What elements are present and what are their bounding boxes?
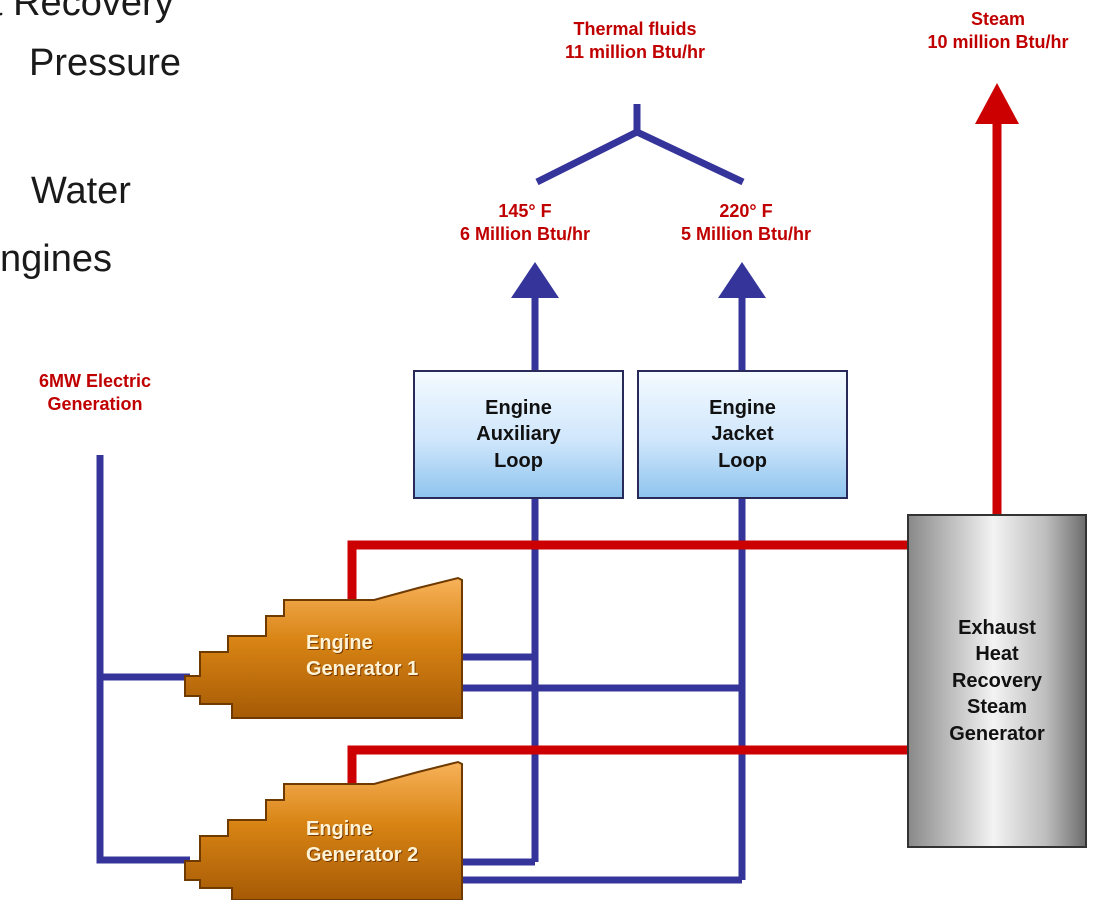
thermal-fluids-merge <box>535 104 745 186</box>
engine-generator-2-line-1: Engine <box>306 818 373 840</box>
jacket-loop-line-1: Engine <box>709 396 776 419</box>
exhaust-line-gen1 <box>347 540 910 605</box>
engine-jacket-loop-box: Engine Jacket Loop <box>637 370 848 499</box>
jacket-output-arrow <box>718 262 766 298</box>
jacket-loop-line <box>460 296 746 884</box>
auxiliary-output-value: 6 Million Btu/hr <box>460 223 590 244</box>
steam-label: Steam 10 million Btu/hr <box>886 8 1110 53</box>
hrsg-line-4: Steam <box>966 696 1028 719</box>
engine-generator-1-label: Engine Generator 1 <box>306 630 418 682</box>
auxiliary-output-temp: 145° F <box>498 201 552 221</box>
auxiliary-output-label: 145° F 6 Million Btu/hr <box>420 200 630 245</box>
jacket-output-temp: 220° F <box>719 201 773 221</box>
thermal-fluids-label: Thermal fluids 11 million Btu/hr <box>535 18 735 63</box>
thermal-fluids-title: Thermal fluids <box>573 19 697 39</box>
jacket-loop-line-2: Jacket <box>711 423 774 446</box>
hrsg-line-2: Heat <box>975 643 1019 666</box>
engine-generator-2-body <box>184 760 463 900</box>
electric-generation-line-2: Generation <box>47 393 143 414</box>
engine-generator-2-label: Engine Generator 2 <box>306 816 418 868</box>
engine-generator-1-line-1: Engine <box>306 632 373 654</box>
auxiliary-loop-line <box>460 296 539 866</box>
steam-value: 10 million Btu/hr <box>927 31 1069 52</box>
hrsg-line-3: Recovery <box>951 669 1043 692</box>
aux-loop-line-3: Loop <box>494 449 543 472</box>
electric-output-line <box>96 455 190 864</box>
electric-generation-line-1: 6MW Electric <box>38 371 152 391</box>
slide-text-line-3: Water <box>31 170 131 212</box>
jacket-output-value: 5 Million Btu/hr <box>681 223 811 244</box>
exhaust-line-gen2 <box>347 745 910 790</box>
slide-text-line-1: t Recovery <box>0 0 174 24</box>
thermal-fluids-value: 11 million Btu/hr <box>564 41 706 62</box>
auxiliary-output-arrow <box>511 262 559 298</box>
jacket-output-label: 220° F 5 Million Btu/hr <box>641 200 851 245</box>
engine-generator-1-line-2: Generator 1 <box>306 658 419 680</box>
jacket-loop-line-3: Loop <box>718 449 767 472</box>
engine-generator-2-line-2: Generator 2 <box>306 844 419 866</box>
engine-auxiliary-loop-box: Engine Auxiliary Loop <box>413 370 624 499</box>
hrsg-line-1: Exhaust <box>958 617 1036 640</box>
hrsg-line-5: Generator <box>949 722 1045 745</box>
exhaust-heat-recovery-steam-generator: Exhaust Heat Recovery Steam Generator <box>907 514 1087 848</box>
engine-generator-1-body <box>184 576 463 719</box>
steam-title: Steam <box>970 9 1026 29</box>
slide-text-line-2: Pressure <box>29 42 182 84</box>
electric-generation-label: 6MW Electric Generation <box>15 370 175 415</box>
aux-loop-line-2: Auxiliary <box>476 423 561 446</box>
steam-output-arrow <box>975 83 1019 124</box>
aux-loop-line-1: Engine <box>485 396 552 419</box>
slide-text-line-4: ngines <box>0 238 112 280</box>
